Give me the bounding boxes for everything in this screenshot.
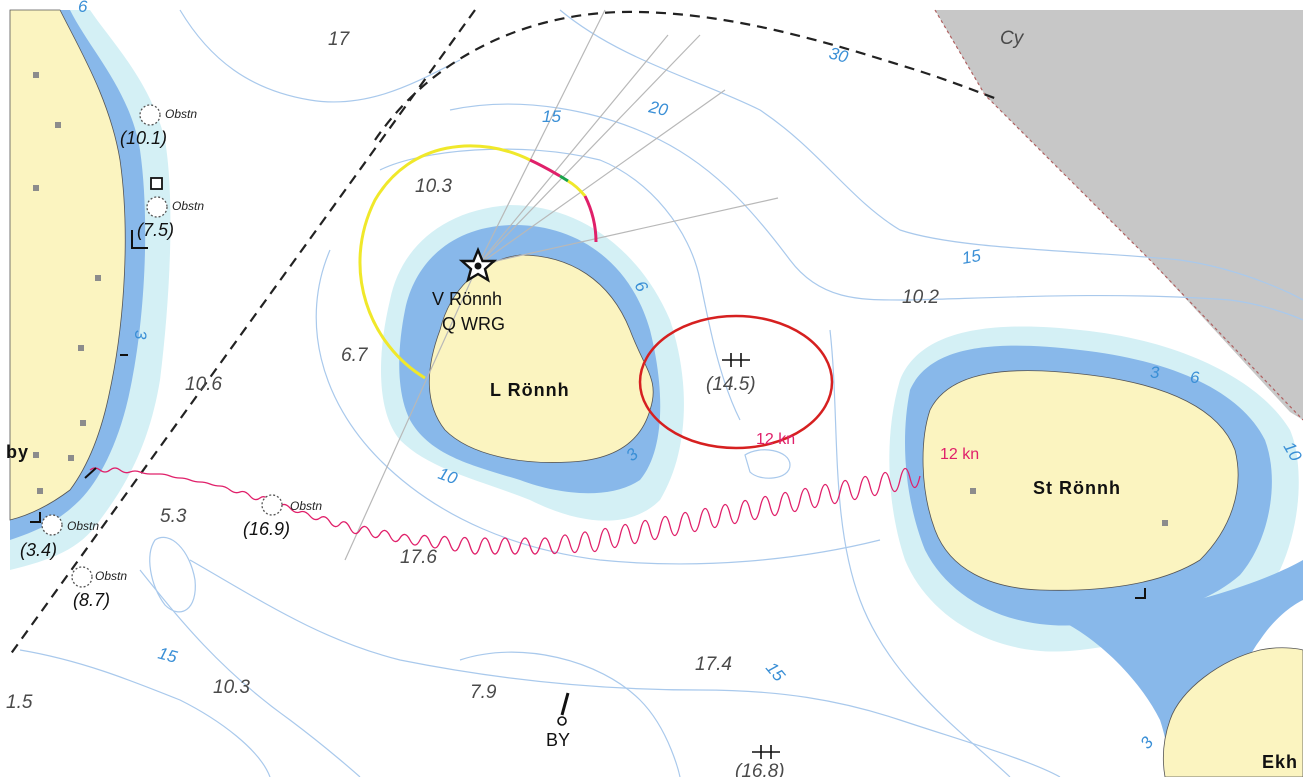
contour-label: 6 <box>1190 368 1200 387</box>
obstn-depth: (7.5) <box>137 220 174 240</box>
light-sector-arc <box>358 144 598 380</box>
area-limit-arc <box>374 10 1001 141</box>
sounding: 17.6 <box>400 547 437 568</box>
beacon-square-icon <box>150 177 163 190</box>
obstn-depth: (10.1) <box>120 128 167 148</box>
west-land <box>9 9 126 521</box>
st-ronnh-land <box>922 370 1239 591</box>
speed-limit-label: 12 kn <box>940 446 979 463</box>
wreck-icon[interactable] <box>722 353 750 367</box>
sounding: 7.9 <box>470 682 497 703</box>
sounding: 6.7 <box>341 345 369 366</box>
restricted-area <box>935 10 1303 420</box>
contour-label: 3 <box>131 330 150 340</box>
wreck-depth: (16.8) <box>735 761 785 777</box>
tick-marks <box>30 230 1146 599</box>
island-name-st-ronnh: St Rönnh <box>1033 478 1121 498</box>
buoy-icon[interactable] <box>557 692 570 726</box>
sounding: 10.3 <box>213 677 250 698</box>
contour-label: 15 <box>156 644 180 667</box>
depth-contours <box>19 9 1303 777</box>
contour-label: 15 <box>542 107 561 126</box>
fairway-limit-line <box>9 9 476 656</box>
obstn-label: Obstn <box>67 519 99 533</box>
wreck-depth: (14.5) <box>706 374 756 395</box>
sector-lines <box>344 9 779 561</box>
light-name: V Rönnh <box>432 289 502 309</box>
obstn-depth: (16.9) <box>243 519 290 539</box>
wreck-icon-2[interactable] <box>752 745 780 759</box>
contour-label: 30 <box>827 44 851 67</box>
channel-drying <box>1060 560 1303 777</box>
sounding: 5.3 <box>160 506 187 527</box>
light-characteristic: Q WRG <box>442 314 505 334</box>
sounding: 10.2 <box>902 287 939 308</box>
island-name-ekh: Ekh <box>1262 752 1298 772</box>
contour-label: 15 <box>960 246 982 268</box>
speed-limit-label: 12 kn <box>756 431 795 448</box>
contour-label: 20 <box>646 97 670 120</box>
obstn-depth: (8.7) <box>73 590 110 610</box>
sounding: 10.6 <box>185 374 222 395</box>
obstn-depth: (3.4) <box>20 540 57 560</box>
restricted-area-boundary <box>934 9 1303 421</box>
island-name-l-ronnh: L Rönnh <box>490 380 570 400</box>
land-name-partial: by <box>6 442 29 462</box>
contour-label: 6 <box>78 0 88 16</box>
contour-label: 3 <box>1150 363 1160 382</box>
area-label-cy: Cy <box>1000 28 1025 49</box>
sounding: 10.3 <box>415 176 452 197</box>
obstn-label: Obstn <box>290 499 322 513</box>
contour-label: 3 <box>1137 733 1158 753</box>
obstruction-symbols <box>41 104 283 588</box>
obstn-label: Obstn <box>95 569 127 583</box>
buoy-label: BY <box>546 730 570 750</box>
lighthouse-star-icon[interactable] <box>458 246 498 283</box>
highlight-circle[interactable] <box>638 314 834 450</box>
land-spot-markers <box>33 72 1168 526</box>
submarine-cable <box>89 467 921 555</box>
obstn-label: Obstn <box>172 199 204 213</box>
contour-label: 15 <box>762 658 789 685</box>
obstn-label: Obstn <box>165 107 197 121</box>
sounding: 17.4 <box>695 654 732 675</box>
sounding: 17 <box>328 29 351 50</box>
ekh-land <box>1163 647 1303 777</box>
sounding: 1.5 <box>6 692 33 713</box>
